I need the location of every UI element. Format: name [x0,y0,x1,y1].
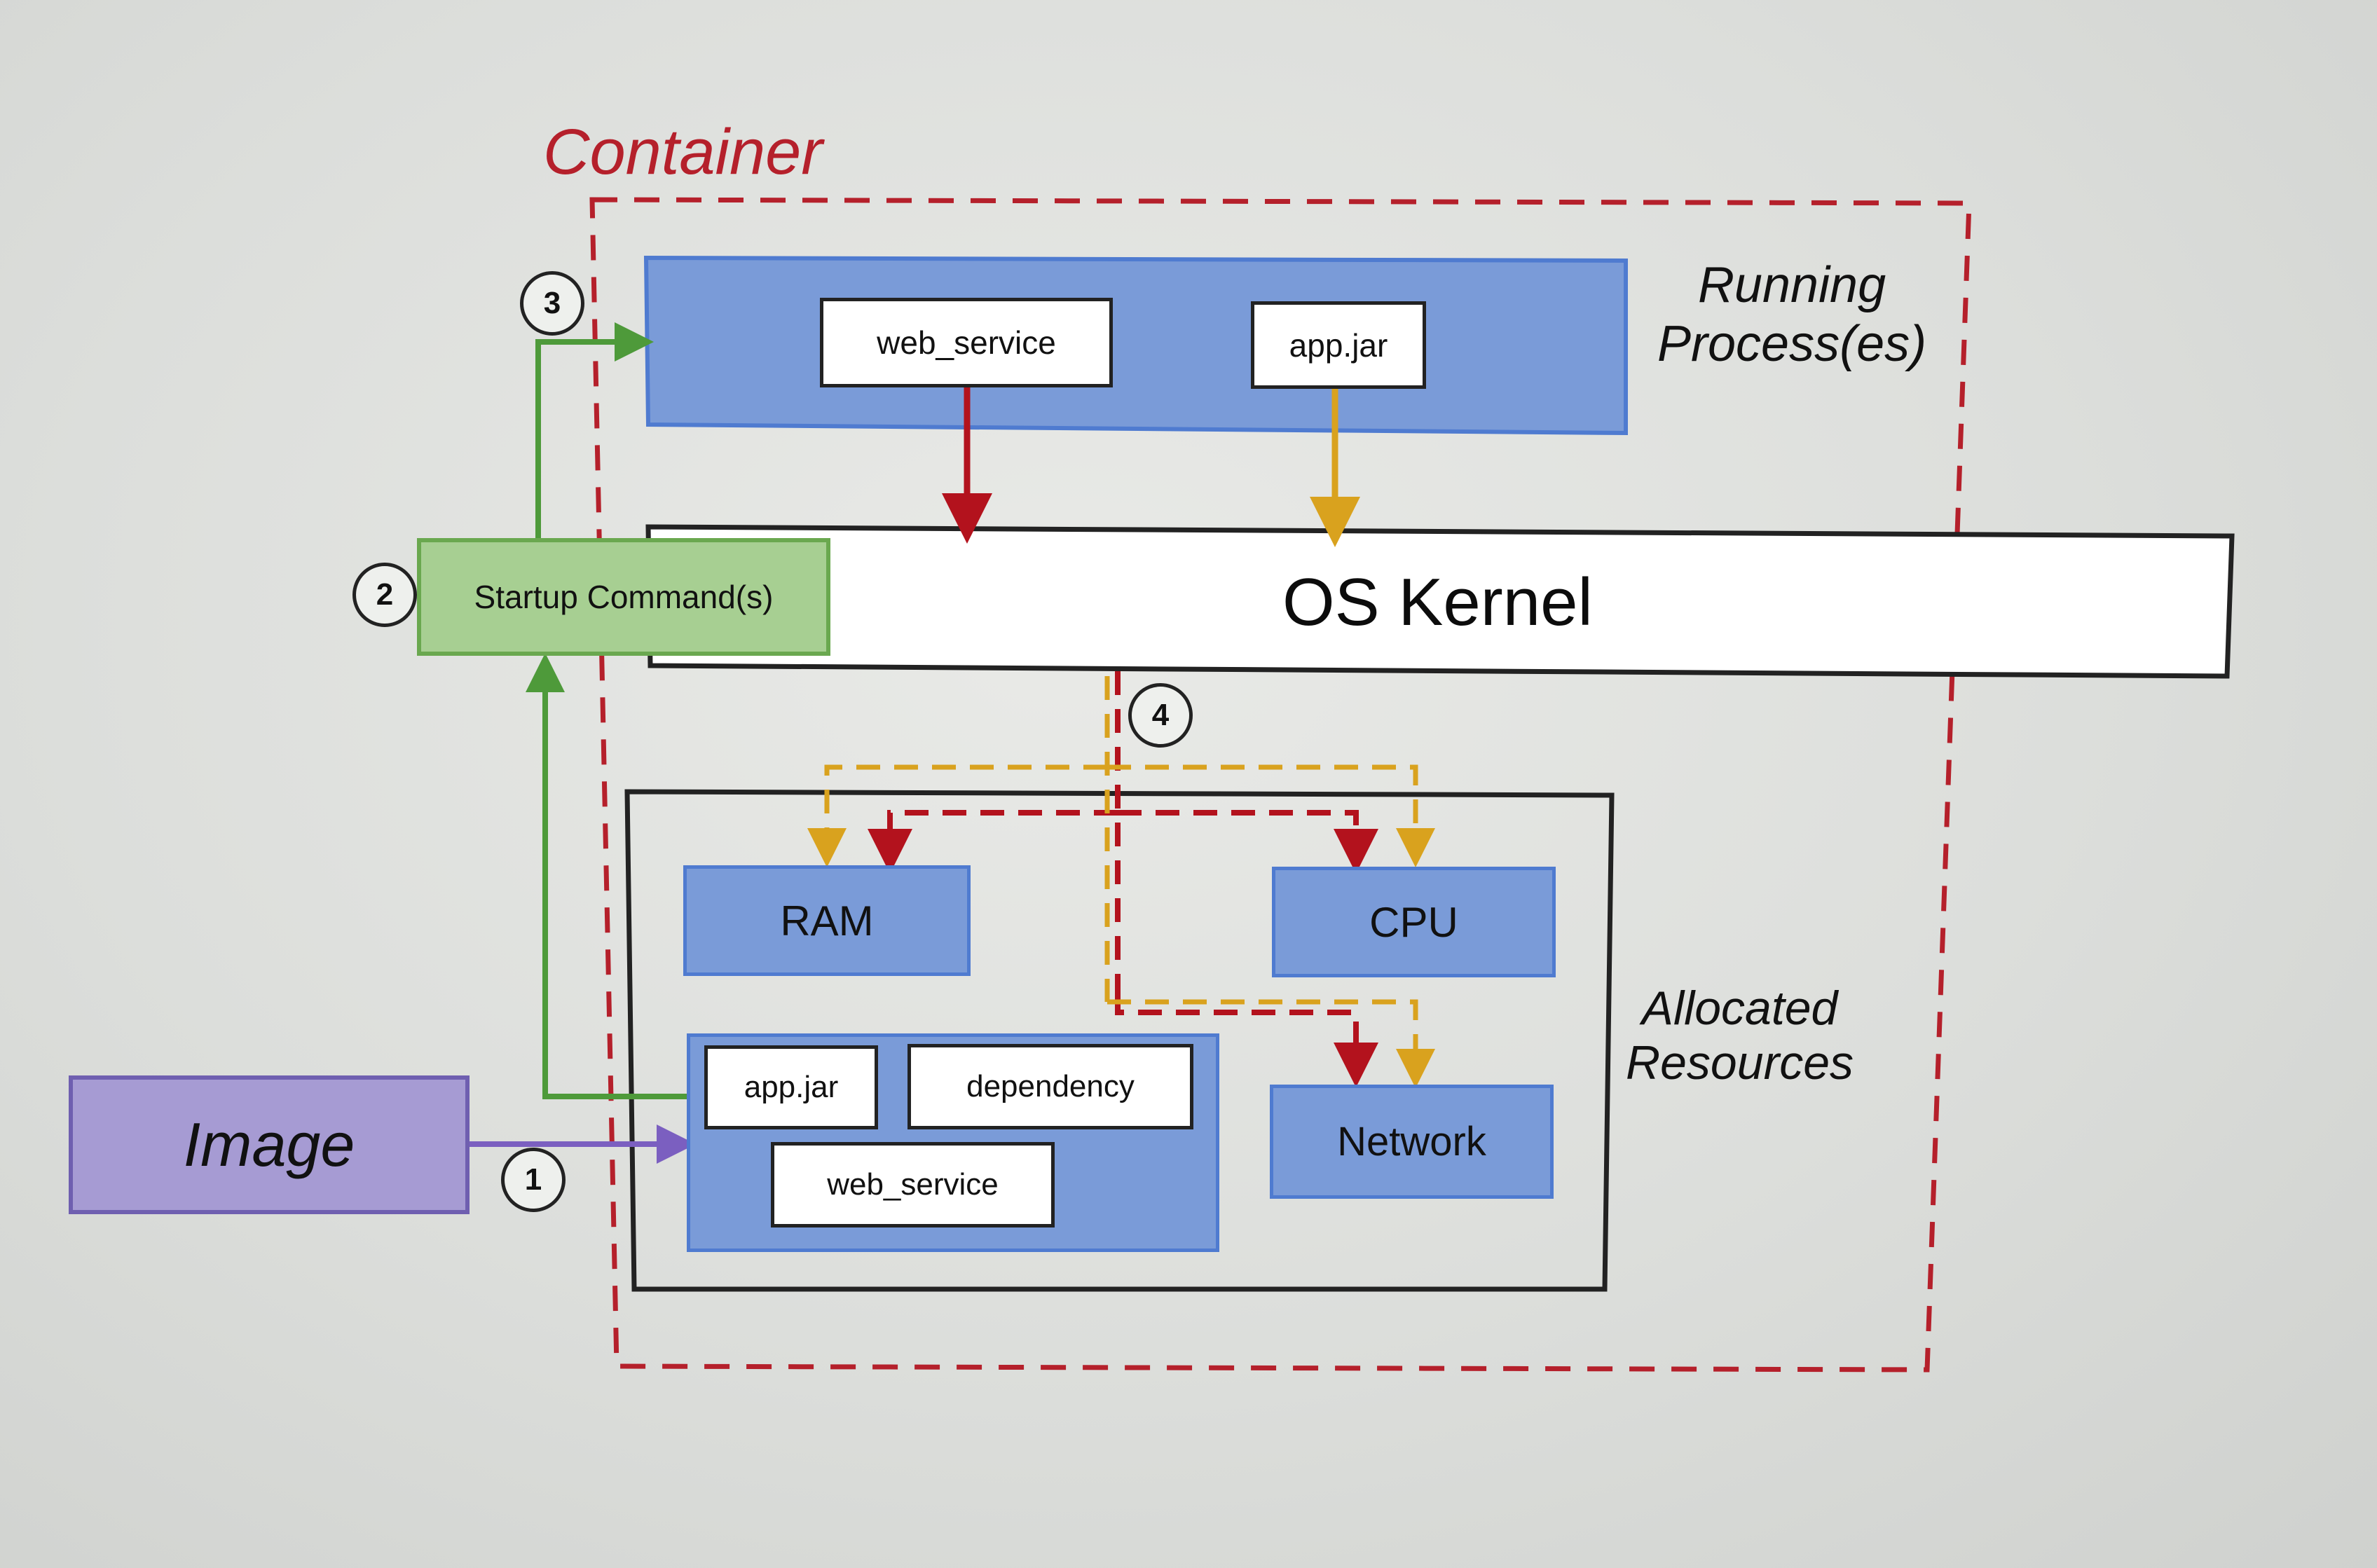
filesystem-web-service: web_service [771,1142,1055,1227]
step-4-marker: 4 [1128,683,1193,748]
running-process-band [643,255,1628,436]
image-box: Image [69,1075,470,1214]
process-app-jar: app.jar [1251,301,1426,389]
network-box: Network [1270,1085,1554,1199]
os-kernel-label: OS Kernel [1282,565,1593,640]
image-label: Image [183,1110,355,1179]
process-web-service-label: web_service [877,324,1056,361]
running-label-line-2: Process(es) [1657,316,1927,372]
cpu-label: CPU [1369,898,1458,946]
process-web-service: web_service [820,298,1113,387]
allocated-resources-label: Allocated Resources [1626,981,1854,1090]
running-processes-label: Running Process(es) [1657,256,1926,373]
process-app-jar-label: app.jar [1289,326,1388,364]
container-label: Container [543,116,823,188]
step-3-label: 3 [543,286,561,320]
step-3-marker: 3 [520,271,584,336]
filesystem-dependency-label: dependency [966,1069,1135,1103]
allocated-label-line-2: Resources [1626,1036,1854,1089]
step-1-marker: 1 [501,1148,566,1212]
step-4-label: 4 [1151,698,1170,732]
step-2-marker: 2 [352,563,417,627]
ram-label: RAM [780,897,874,944]
startup-command-label: Startup Command(s) [474,579,774,615]
step-2-label: 2 [376,577,394,612]
filesystem-dependency: dependency [907,1044,1193,1129]
running-label-line-1: Running [1697,257,1886,313]
cpu-box: CPU [1272,867,1556,977]
network-label: Network [1337,1119,1486,1164]
filesystem-to-startup-arrow [526,653,690,1099]
filesystem-app-jar-label: app.jar [744,1070,839,1104]
allocated-label-line-1: Allocated [1641,982,1838,1035]
step-1-label: 1 [524,1162,542,1197]
allocated-resources-box [624,789,1615,1292]
startup-to-process-arrow [535,322,654,543]
kernel-resource-yellow-flows [807,676,1435,1088]
container-boundary [589,197,1972,1373]
filesystem-web-service-label: web_service [827,1167,999,1202]
ram-box: RAM [683,865,971,976]
startup-command-box: Startup Command(s) [417,538,830,656]
filesystem-app-jar: app.jar [704,1045,878,1129]
